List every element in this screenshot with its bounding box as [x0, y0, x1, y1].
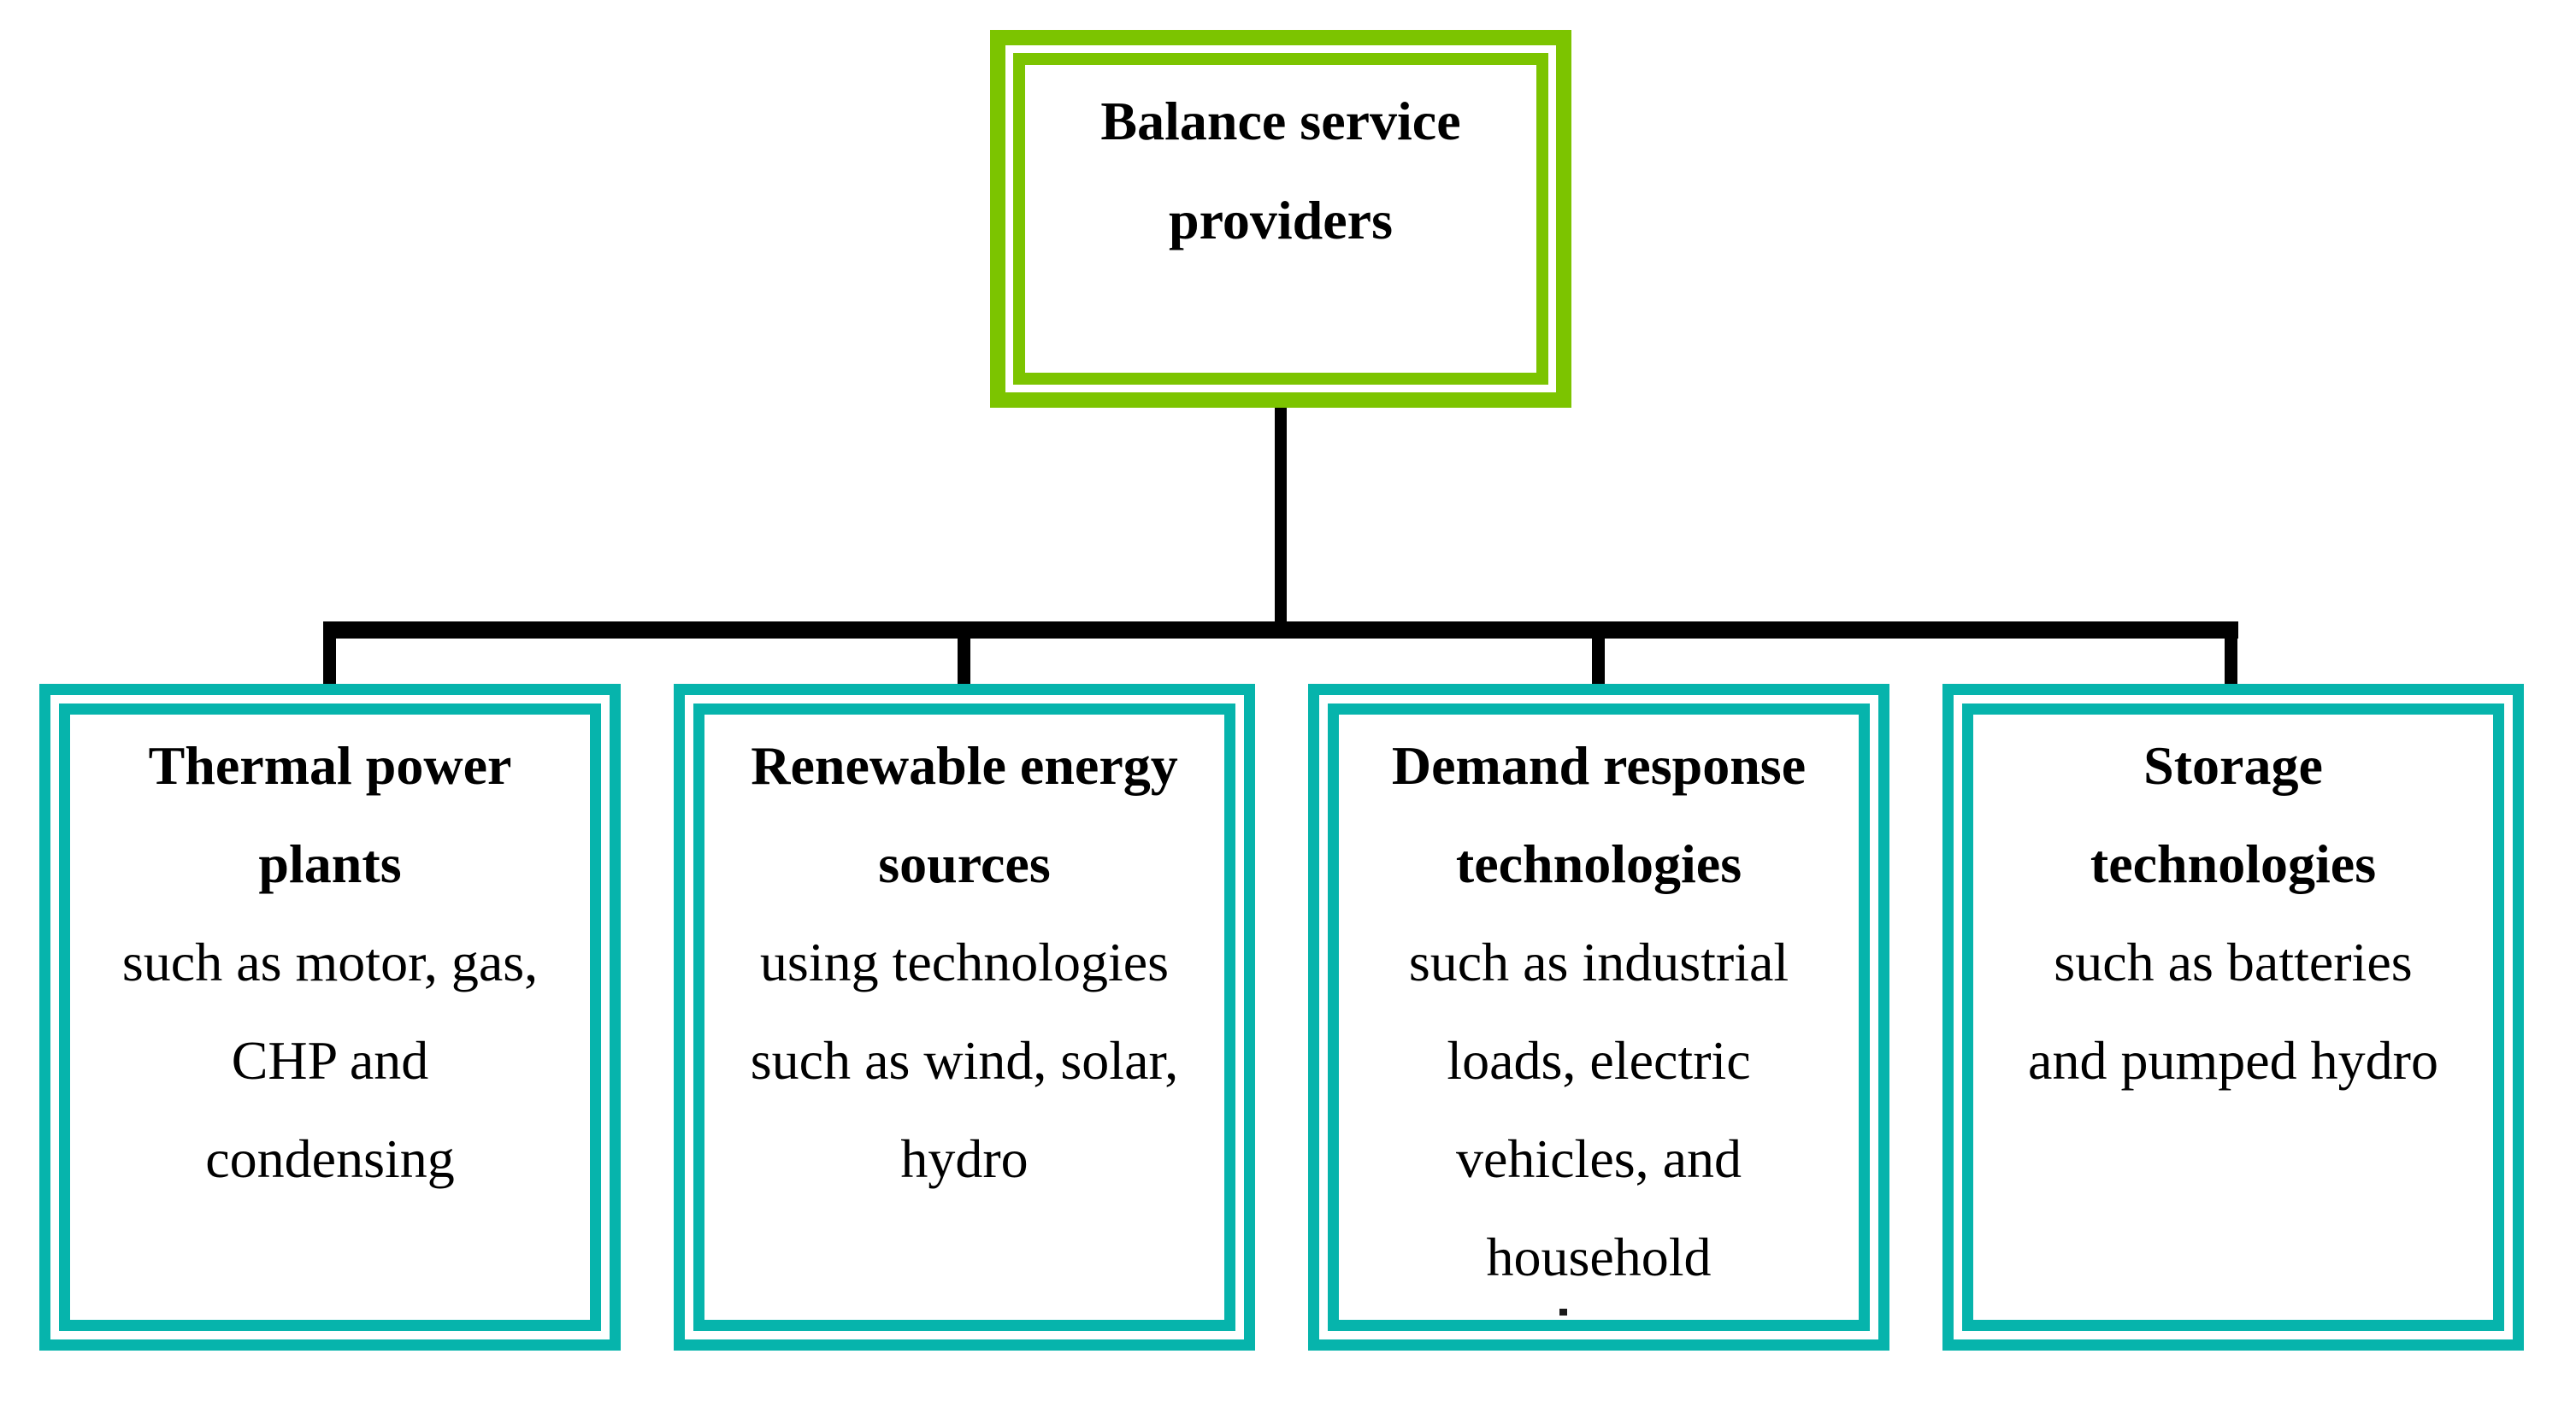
text-line: Storage: [2143, 735, 2323, 796]
child-box-inner-frame: Renewable energy sources using technolog…: [693, 704, 1235, 1331]
child-box-thermal-power-plants: Thermal power plants such as motor, gas,…: [39, 684, 621, 1351]
text-line: Demand response: [1391, 735, 1807, 796]
text-line: household: [1486, 1227, 1712, 1287]
text-line: Balance service: [1100, 91, 1461, 151]
child-box-storage-technologies: Storage technologies such as batteries a…: [1942, 684, 2524, 1351]
connector-stub-demand: [1592, 639, 1605, 684]
child-box-inner-frame: Storage technologies such as batteries a…: [1962, 704, 2504, 1331]
text-line: technologies: [1455, 833, 1742, 894]
child-box-text: Renewable energy sources using technolog…: [708, 716, 1221, 1208]
child-box-text: Demand response technologies such as ind…: [1342, 716, 1855, 1306]
child-box-inner-frame: Demand response technologies such as ind…: [1328, 704, 1870, 1331]
text-line: such as batteries: [2054, 932, 2413, 992]
connector-stub-thermal: [323, 639, 336, 684]
connector-stub-renewable: [958, 639, 970, 684]
text-line: plants: [258, 833, 402, 894]
root-box-balance-service-providers: Balance service providers: [990, 30, 1571, 408]
text-line: CHP and: [231, 1030, 429, 1091]
text-line: hydro: [900, 1128, 1029, 1189]
text-line: vehicles, and: [1455, 1128, 1742, 1189]
text-line: such as industrial: [1408, 932, 1789, 992]
connector-root-vertical: [1275, 408, 1287, 621]
clipped-text-artifact: [1559, 1309, 1567, 1316]
text-line: loads, electric: [1447, 1030, 1751, 1091]
root-box-title: Balance service providers: [1029, 72, 1533, 270]
child-box-inner-frame: Thermal power plants such as motor, gas,…: [59, 704, 601, 1331]
connector-horizontal-bar: [323, 621, 2238, 639]
child-box-demand-response-technologies: Demand response technologies such as ind…: [1308, 684, 1889, 1351]
text-line: condensing: [205, 1128, 455, 1189]
text-line: sources: [878, 833, 1051, 894]
text-line: such as wind, solar,: [750, 1030, 1179, 1091]
text-line: and pumped hydro: [2028, 1030, 2438, 1091]
connector-stub-storage: [2225, 639, 2237, 684]
text-line: such as motor, gas,: [121, 932, 539, 992]
child-box-text: Storage technologies such as batteries a…: [1977, 716, 2490, 1110]
text-line: Thermal power: [148, 735, 512, 796]
child-box-renewable-energy-sources: Renewable energy sources using technolog…: [674, 684, 1255, 1351]
text-line: Renewable energy: [751, 735, 1178, 796]
text-line: using technologies: [759, 932, 1170, 992]
text-line: technologies: [2090, 833, 2377, 894]
text-line: providers: [1169, 190, 1393, 250]
root-box-inner-frame: Balance service providers: [1013, 53, 1548, 385]
child-box-text: Thermal power plants such as motor, gas,…: [74, 716, 587, 1208]
